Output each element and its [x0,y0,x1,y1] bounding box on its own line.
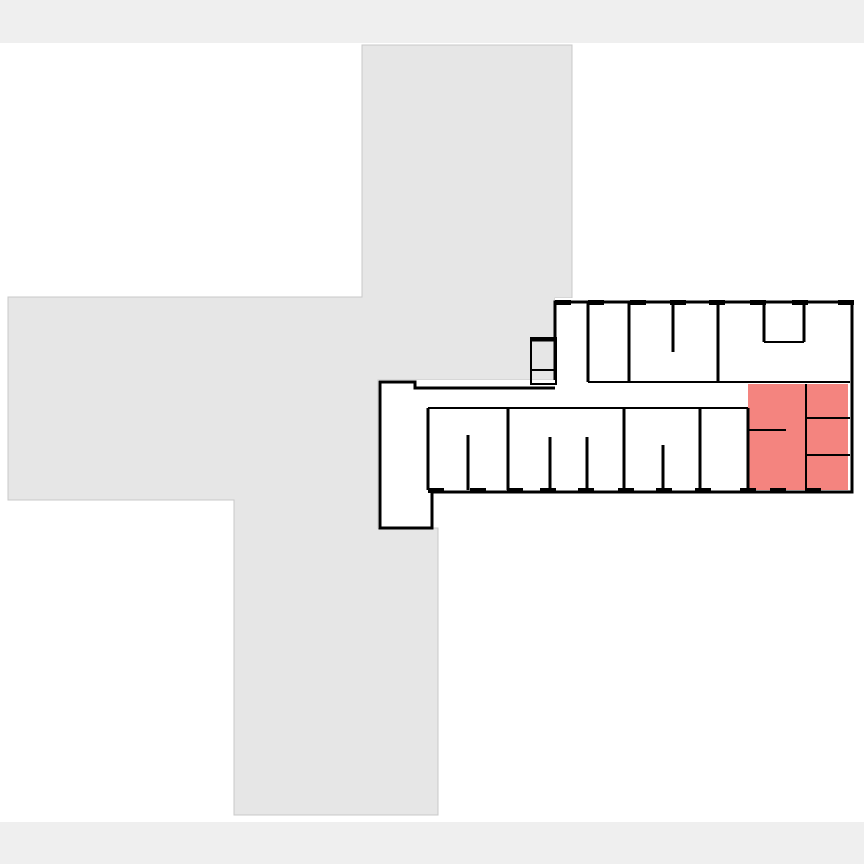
wall-pier [670,300,686,305]
highlighted-unit[interactable] [748,384,848,490]
current-section [378,298,852,528]
wall-pier [578,488,594,493]
wall-pier [507,488,523,493]
wall-pier [792,300,808,305]
wall-pier [428,488,444,493]
wall-pier [740,488,756,493]
wall-pier [695,488,711,493]
wall-pier [805,488,821,493]
window-piers [428,300,854,493]
wall-pier [630,300,646,305]
wall-pier [540,488,556,493]
wall-pier [656,488,672,493]
wall-pier [750,300,766,305]
wall-pier [770,488,786,493]
wall-pier [555,300,571,305]
wall-pier [588,300,604,305]
wall-pier [709,300,725,305]
wall-pier [838,300,854,305]
top-band [0,0,864,43]
walls [378,300,854,530]
wall-pier [470,488,486,493]
wall-pier [618,488,634,493]
bottom-band [0,822,864,864]
